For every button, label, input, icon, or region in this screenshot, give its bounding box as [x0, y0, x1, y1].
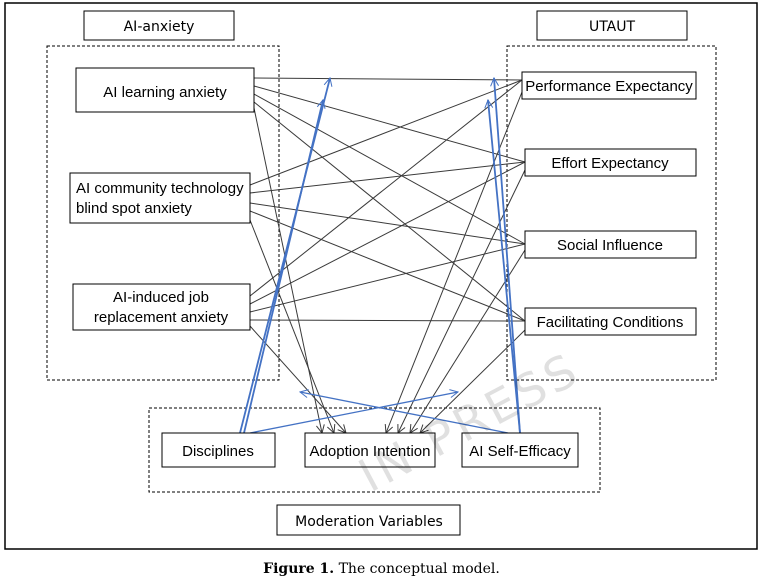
caption-label: Figure 1.: [263, 561, 335, 577]
path-line-anxiety-0-to-utaut-3: [253, 101, 526, 322]
figure-caption: Figure 1. The conceptual model.: [0, 561, 763, 577]
path-line-learning-to-adoption: [253, 107, 322, 433]
node-label: Social Influence: [557, 237, 663, 254]
ai-anxiety-header: AI-anxiety: [83, 10, 235, 41]
path-line-anxiety-0-to-utaut-2: [253, 93, 526, 245]
utaut-group-box: [506, 45, 717, 381]
moderation-line-selfefficacy-across: [300, 392, 509, 434]
figure-frame: [4, 2, 758, 550]
path-line-anxiety-1-to-utaut-3: [249, 210, 526, 322]
utaut-header: UTAUT: [536, 10, 688, 41]
node-label-line2: blind spot anxiety: [76, 200, 192, 217]
node-ai-learning-anxiety: AI learning anxiety: [75, 67, 255, 113]
node-adoption-intention: Adoption Intention: [304, 432, 436, 468]
path-line-anxiety-0-to-utaut-0: [253, 77, 523, 81]
ai-anxiety-group-box: [46, 45, 280, 381]
node-label-line1: AI community technology: [76, 180, 244, 197]
path-line-anxiety-2-to-utaut-1: [249, 161, 526, 305]
moderation-line-selfefficacy-up-b: [488, 100, 521, 434]
moderation-line-disciplines-up-b: [243, 100, 323, 434]
node-label: Adoption Intention: [310, 443, 431, 460]
path-line-anxiety-2-to-utaut-2: [249, 243, 526, 313]
node-effort-expectancy: Effort Expectancy: [524, 148, 697, 177]
node-disciplines: Disciplines: [161, 432, 276, 468]
node-label: Effort Expectancy: [551, 155, 669, 172]
path-line-facilitating-to-adoption: [420, 329, 526, 433]
node-label: AI Self-Efficacy: [469, 443, 571, 460]
path-line-anxiety-1-to-utaut-0: [249, 79, 523, 186]
node-ai-self-efficacy: AI Self-Efficacy: [461, 432, 579, 468]
moderation-header-label: Moderation Variables: [295, 514, 443, 530]
path-lines: [239, 77, 526, 434]
moderation-header: Moderation Variables: [276, 504, 461, 536]
utaut-header-label: UTAUT: [589, 19, 636, 35]
moderation-line-disciplines-across: [249, 392, 458, 434]
path-line-anxiety-1-to-utaut-1: [249, 161, 526, 194]
node-label-line1: AI-induced job: [113, 289, 209, 306]
node-label: Facilitating Conditions: [537, 314, 684, 331]
node-facilitating-conditions: Facilitating Conditions: [524, 307, 697, 336]
node-performance-expectancy: Performance Expectancy: [521, 71, 697, 100]
path-line-anxiety-1-to-utaut-2: [249, 202, 526, 245]
path-line-anxiety-0-to-utaut-1: [253, 85, 526, 163]
ai-anxiety-header-label: AI-anxiety: [124, 19, 195, 35]
node-label: Performance Expectancy: [525, 78, 693, 95]
node-ai-induced-job-replacement-anxiety: AI-induced job replacement anxiety: [72, 283, 251, 331]
caption-text: The conceptual model.: [338, 561, 500, 577]
node-label: AI learning anxiety: [103, 84, 227, 101]
path-line-anxiety-2-to-utaut-0: [249, 79, 523, 297]
path-line-anxiety-2-to-utaut-3: [249, 319, 526, 322]
node-label: Disciplines: [182, 443, 254, 460]
node-ai-community-technology-blind-spot-anxiety: AI community technology blind spot anxie…: [69, 172, 251, 224]
moderation-line-selfefficacy-up-a: [494, 78, 521, 434]
node-social-influence: Social Influence: [524, 230, 697, 259]
path-line-blindspot-to-adoption: [249, 219, 334, 433]
node-label-line2: replacement anxiety: [94, 309, 229, 326]
